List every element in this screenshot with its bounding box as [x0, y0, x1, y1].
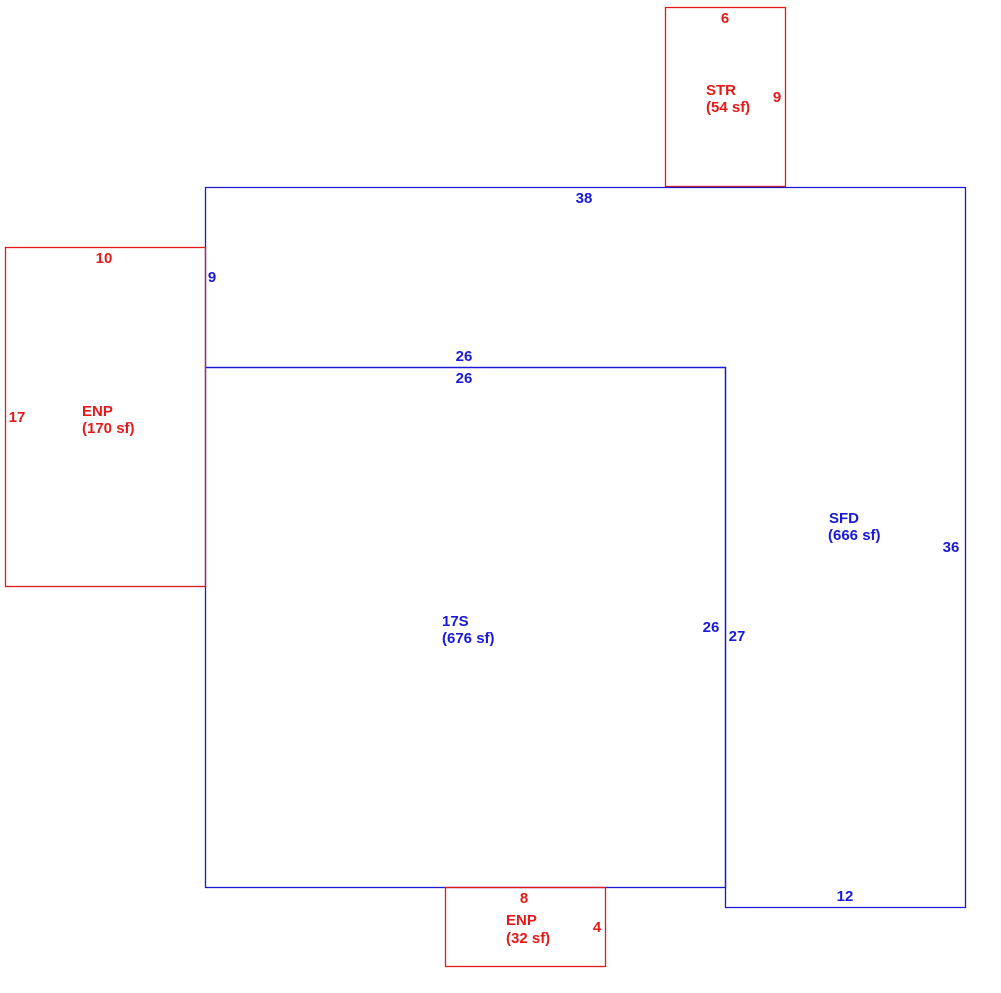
enp-bottom-outline — [444, 886, 607, 968]
enp-bottom-area-size: (32 sf) — [506, 930, 550, 947]
sfd-inner-side-dimension: 27 — [729, 628, 746, 645]
s17-area[interactable]: 26 26 17S (676 sf) — [204, 366, 727, 889]
s17-code: 17S — [442, 613, 469, 630]
enp-left-outline — [4, 246, 207, 588]
enp-left-side-dimension: 17 — [9, 409, 26, 426]
enp-bottom-code: ENP — [506, 912, 537, 929]
enp-bottom-area[interactable]: 8 4 ENP (32 sf) — [444, 886, 607, 968]
sfd-code: SFD — [829, 510, 859, 527]
enp-bottom-right-dimension: 4 — [593, 919, 602, 936]
str-outline — [664, 6, 787, 188]
enp-left-code: ENP — [82, 403, 113, 420]
sfd-area-size: (666 sf) — [828, 527, 881, 544]
enp-left-top-dimension: 10 — [96, 250, 113, 267]
str-code: STR — [706, 82, 736, 99]
enp-bottom-top-dimension: 8 — [520, 890, 528, 907]
sfd-right-dimension: 36 — [943, 539, 960, 556]
str-area-size: (54 sf) — [706, 99, 750, 116]
str-right-dimension: 9 — [773, 89, 781, 106]
s17-right-dimension: 26 — [703, 619, 720, 636]
sfd-top-dimension: 38 — [576, 190, 593, 207]
str-top-dimension: 6 — [721, 10, 729, 27]
sfd-area[interactable]: 38 9 26 36 27 12 SFD (666 sf) — [204, 186, 967, 909]
sfd-bottom-dimension: 12 — [837, 888, 854, 905]
s17-top-dimension: 26 — [456, 370, 473, 387]
enp-left-area[interactable]: 10 17 ENP (170 sf) — [4, 246, 207, 588]
sfd-left-dimension: 9 — [208, 269, 216, 286]
sfd-outline — [204, 186, 967, 909]
str-area[interactable]: 6 9 STR (54 sf) — [664, 6, 787, 188]
s17-area-size: (676 sf) — [442, 630, 495, 647]
sfd-inner-top-dimension: 26 — [456, 348, 473, 365]
enp-left-area-size: (170 sf) — [82, 420, 135, 437]
